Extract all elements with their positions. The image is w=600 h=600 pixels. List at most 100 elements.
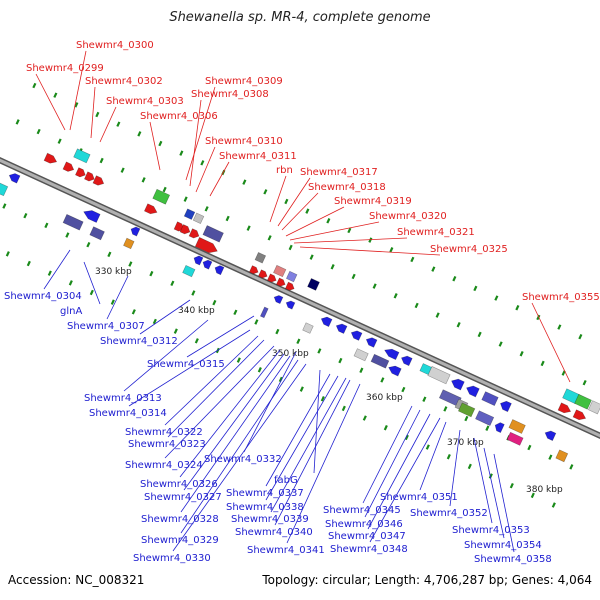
reverse-gene [130,226,141,237]
reverse-gene [427,366,451,385]
guide-tick [137,131,142,137]
guide-tick [435,312,440,318]
reverse-gene [544,430,557,441]
guide-tick [236,357,241,363]
reverse-gene [89,226,105,241]
reverse-callout-line [286,383,361,544]
guide-tick [26,260,31,267]
reverse-gene-label: Shewmr4_0332 [204,454,282,465]
guide-tick [351,273,356,280]
reverse-gene-label: Shewmr4_0307 [67,321,145,332]
reverse-gene-shape [466,385,480,398]
reverse-gene-shape [555,449,569,463]
reverse-gene [401,355,413,367]
forward-gene [144,203,158,215]
reverse-gene-shape [259,306,269,319]
forward-gene-shape [249,265,259,275]
guide-tick [23,212,28,219]
reverse-callout-line [106,275,129,320]
reverse-callout-line [128,329,251,407]
guide-tick [326,218,331,224]
reverse-gene-label: Shewmr4_0354 [464,540,542,551]
reverse-gene-label: Shewmr4_0326 [140,479,218,490]
guide-tick [284,198,289,205]
reverse-callout-line [313,369,321,474]
forward-gene-label: Shewmr4_0302 [85,76,163,87]
forward-gene-shape [75,167,86,178]
reverse-gene-shape [89,226,105,241]
guide-tick [233,309,238,316]
guide-tick [86,241,91,248]
forward-callout-line [99,106,117,143]
reverse-gene [494,422,505,434]
guide-tick [401,386,406,393]
guide-tick [317,348,322,354]
reverse-gene-label: glnA [60,306,82,317]
guide-tick [152,318,157,325]
scale-tick-label: 370 kbp [447,438,484,448]
reverse-gene-label: Shewmr4_0358 [474,554,552,565]
reverse-gene-shape [350,330,363,341]
guide-tick [194,338,199,344]
reverse-callout-line [83,261,101,305]
forward-callout-line [189,99,202,187]
reverse-callout-line [180,359,299,534]
guide-tick [149,270,154,277]
reverse-gene-shape [273,295,284,305]
reverse-callout-line [183,353,285,491]
scale-tick-label: 330 kbp [95,267,132,277]
forward-gene [188,228,200,239]
guide-tick [527,444,532,451]
guide-tick [32,82,37,89]
forward-gene-label: Shewmr4_0325 [430,244,508,255]
guide-tick [393,293,398,299]
reverse-gene [506,431,524,446]
scale-tick-label: 350 kbp [272,349,309,359]
forward-callout-line [35,73,66,131]
forward-gene [73,148,91,164]
forward-gene-shape [84,171,95,182]
forward-gene [194,237,218,254]
guide-tick [309,254,314,260]
reverse-gene-label: Shewmr4_0312 [100,336,178,347]
guide-tick [477,331,482,338]
guide-tick [296,338,301,345]
forward-gene-label: Shewmr4_0300 [76,40,154,51]
reverse-gene [508,419,526,434]
reverse-gene-label: Shewmr4_0323 [128,439,206,450]
reverse-gene-label: Shewmr4_0348 [330,544,408,555]
forward-gene-shape [276,277,286,287]
forward-gene [562,388,580,405]
reverse-gene-shape [475,410,495,426]
reverse-gene-label: Shewmr4_0329 [141,535,219,546]
guide-tick [452,276,457,282]
reverse-gene [273,295,284,305]
forward-gene-shape [574,393,592,410]
reverse-gene-shape [0,182,9,197]
guide-tick [299,386,304,392]
guide-tick [116,121,121,127]
guide-tick [254,319,259,325]
reverse-gene-shape [83,210,101,223]
guide-tick [242,179,247,185]
guide-tick [347,227,352,234]
forward-gene-label: Shewmr4_0306 [140,111,218,122]
guide-tick [494,295,499,301]
forward-gene-shape [43,152,58,164]
reverse-gene-shape [508,419,526,434]
guide-tick [204,206,209,212]
guide-tick [338,357,343,364]
forward-gene-label: Shewmr4_0317 [300,167,378,178]
guide-tick [498,341,503,347]
guide-tick [191,290,196,296]
forward-gene [192,212,205,225]
guide-tick [389,247,394,253]
reverse-gene-shape [202,259,213,270]
forward-gene [267,273,277,283]
reverse-gene [0,182,9,197]
reverse-gene-label: Shewmr4_0352 [410,508,488,519]
reverse-callout-line [139,299,191,335]
forward-gene [75,167,86,178]
guide-tick [57,138,62,144]
reverse-callout-line [179,349,281,478]
